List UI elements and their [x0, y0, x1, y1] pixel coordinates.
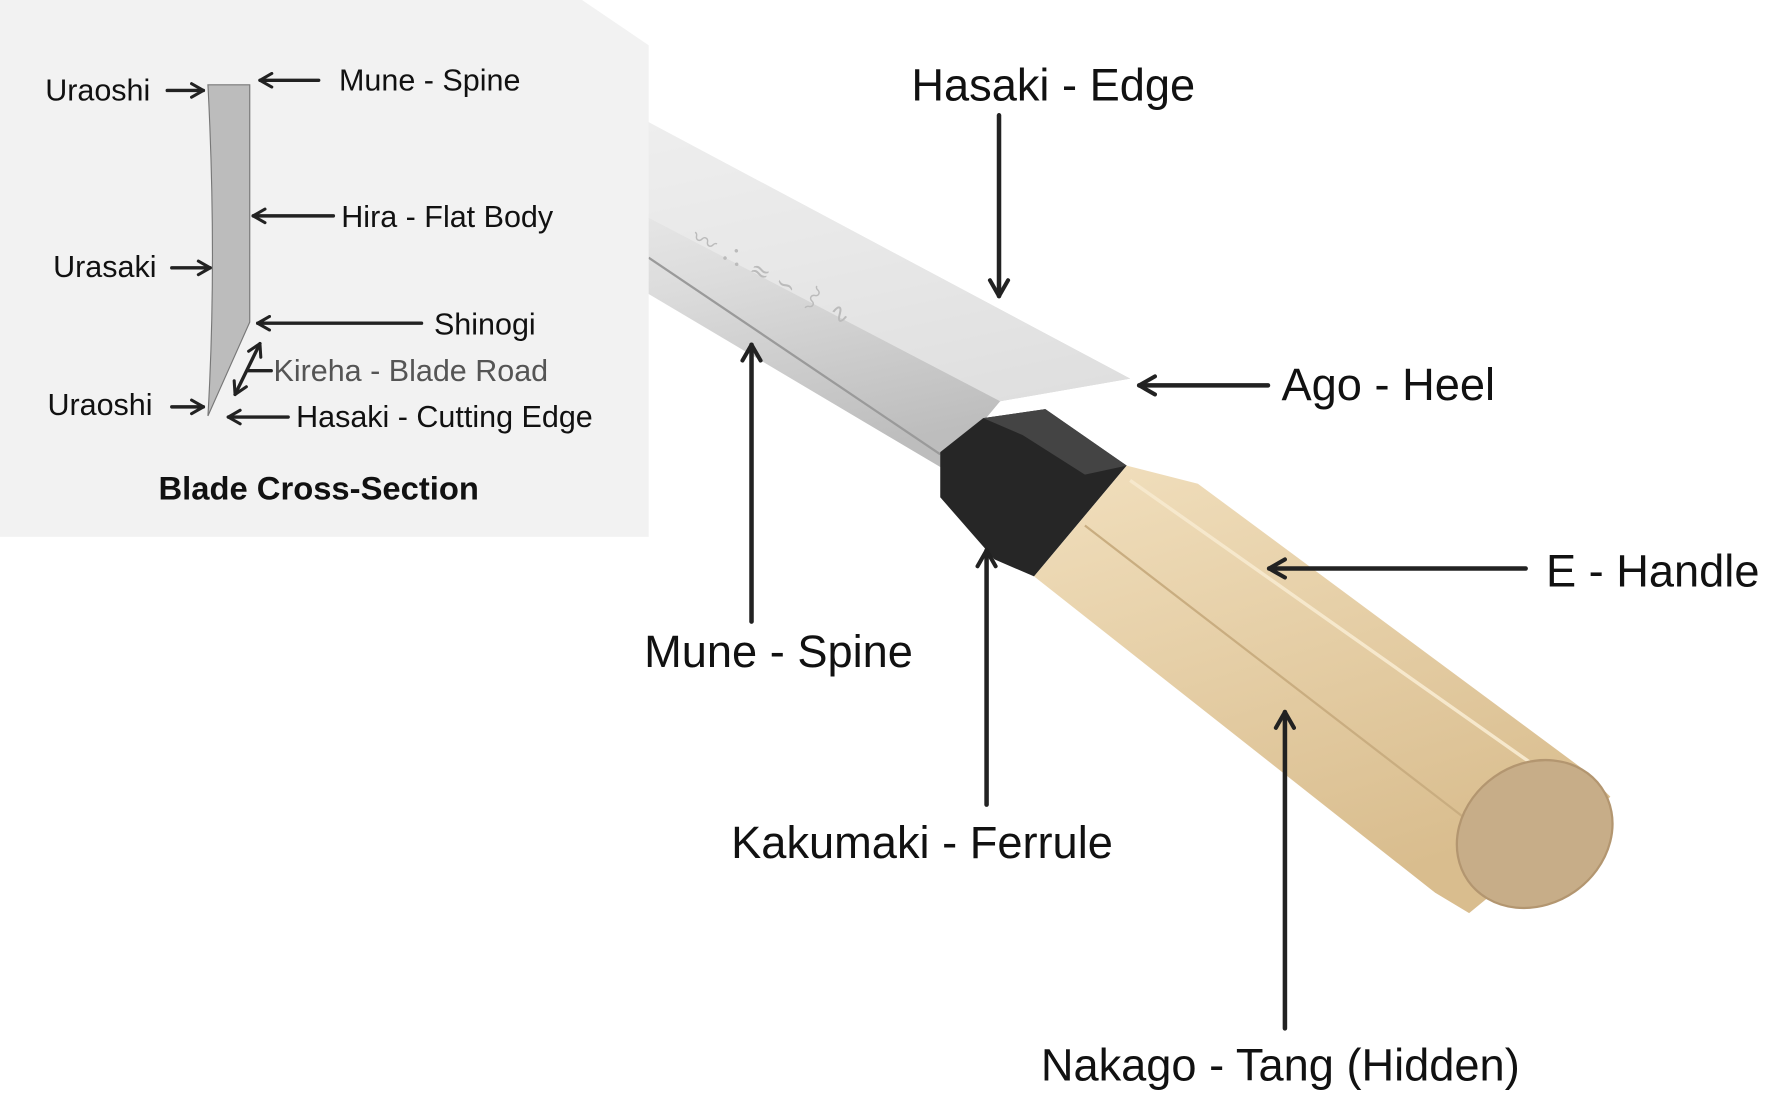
knife-illustration: 〰 ∴ ≈ ∽ ⌇ ∿: [610, 101, 1614, 914]
label-kireha: Kireha - Blade Road: [273, 354, 548, 388]
label-e-handle: E - Handle: [1546, 546, 1760, 597]
label-urasaki: Urasaki: [53, 250, 156, 284]
cross-section-panel: Uraoshi Mune - Spine Hira - Flat Body Ur…: [0, 0, 649, 537]
handle: [1034, 465, 1611, 914]
label-hira: Hira - Flat Body: [341, 200, 554, 234]
label-hasaki-edge: Hasaki - Edge: [911, 60, 1195, 111]
cross-section-title: Blade Cross-Section: [158, 470, 478, 507]
blade-cross-section-shape: [207, 84, 251, 417]
shinogi-line: [648, 256, 941, 456]
label-uraoshi-top: Uraoshi: [45, 74, 150, 108]
knife-labels: Hasaki - Edge Ago - Heel E - Handle Mune…: [644, 60, 1759, 1091]
double-arrow-icon: [232, 341, 263, 397]
ferrule-highlight: [983, 409, 1127, 475]
label-mune-spine: Mune - Spine: [644, 626, 913, 677]
label-mune-spine-small: Mune - Spine: [339, 63, 520, 97]
label-nakago-tang: Nakago - Tang (Hidden): [1041, 1039, 1520, 1090]
label-shinogi: Shinogi: [434, 308, 536, 342]
blade-bevel: [610, 101, 1131, 402]
handle-end-cap: [1455, 758, 1614, 910]
label-uraoshi-bottom: Uraoshi: [47, 388, 152, 422]
label-kakumaki-ferrule: Kakumaki - Ferrule: [731, 817, 1113, 868]
label-hasaki-cutting-edge: Hasaki - Cutting Edge: [296, 400, 593, 434]
label-ago-heel: Ago - Heel: [1282, 359, 1496, 410]
